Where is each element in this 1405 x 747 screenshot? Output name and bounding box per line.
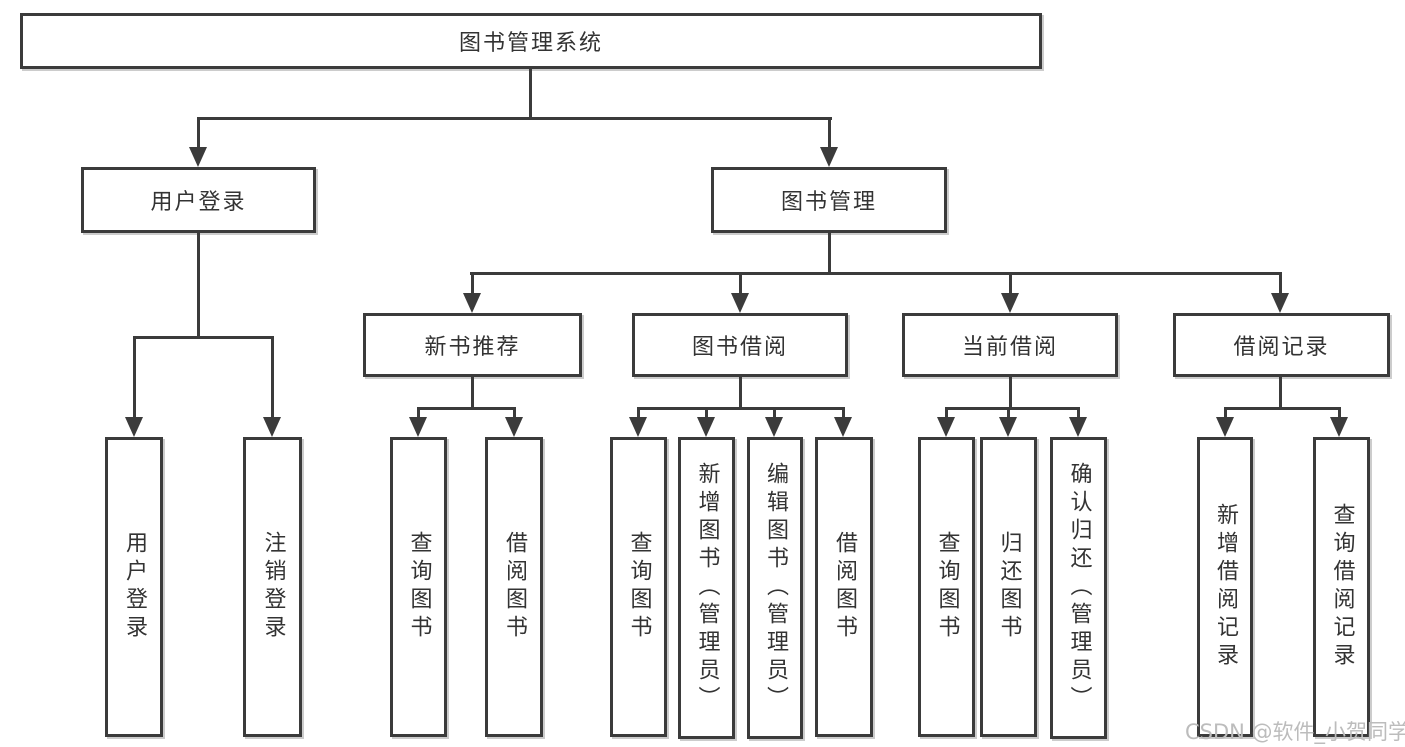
leaf-borrow-books-1-label: 借阅图书 [502,531,527,643]
node-book-management: 图书管理 [711,167,947,233]
watermark: CSDN @软件_小贺同学 [1185,720,1405,744]
connector-book-mgmt-stem [828,233,831,275]
connector-arrow-stem [637,407,640,420]
connector-arrow-stem [417,407,420,420]
arrow-down-icon [731,293,749,313]
leaf-logout-label: 注销登录 [260,531,286,643]
connector-user-login-branch [133,336,274,339]
arrow-down-icon [834,417,852,437]
connector-arrow-stem [271,336,274,420]
leaf-add-borrow-record: 新增借阅记录 [1197,437,1253,737]
connector-branch [1224,407,1341,410]
connector-arrow-stem [1009,272,1012,294]
leaf-add-book-admin: 新增图书（管理员） [678,437,735,739]
leaf-confirm-return-admin-label: 确认归还（管理员） [1066,462,1092,714]
connector-user-login-stem [197,233,200,339]
arrow-down-icon [409,417,427,437]
leaf-logout: 注销登录 [243,437,302,737]
leaf-user-login: 用户登录 [105,437,163,737]
node-current-borrow: 当前借阅 [902,313,1118,377]
arrow-down-icon [765,417,783,437]
node-current-borrow-label: 当前借阅 [961,335,1058,360]
arrow-down-icon [505,417,523,437]
connector-arrow-stem [513,407,516,420]
leaf-return-book-label: 归还图书 [996,531,1022,643]
node-book-management-label: 图书管理 [780,190,877,215]
leaf-add-borrow-record-label: 新增借阅记录 [1213,503,1238,671]
leaf-query-books-3-label: 查询图书 [934,531,960,643]
connector-branch [417,407,516,410]
arrow-down-icon [820,147,838,167]
connector-level2-branch [197,117,832,120]
leaf-edit-book-admin-label: 编辑图书（管理员） [763,462,788,714]
node-borrow-records: 借阅记录 [1173,313,1390,377]
connector-stem [1009,377,1012,410]
node-new-book-recommend: 新书推荐 [363,313,582,377]
arrow-down-icon [189,147,207,167]
leaf-query-books-2-label: 查询图书 [626,531,652,643]
node-new-book-recommend-label: 新书推荐 [424,335,521,360]
connector-arrow-stem [197,117,200,149]
arrow-down-icon [1271,293,1289,313]
connector-arrow-stem [1007,407,1010,420]
leaf-query-books-3: 查询图书 [918,437,975,737]
arrow-down-icon [999,417,1017,437]
connector-arrow-stem [1279,272,1282,294]
connector-root-stem [529,68,532,118]
leaf-query-borrow-record: 查询借阅记录 [1313,437,1370,737]
leaf-borrow-books-2: 借阅图书 [815,437,873,737]
connector-stem [1279,377,1282,410]
leaf-query-books-1: 查询图书 [390,437,447,737]
leaf-borrow-books-2-label: 借阅图书 [832,531,857,643]
connector-arrow-stem [1338,407,1341,420]
node-root-label: 图书管理系统 [458,31,603,56]
connector-arrow-stem [739,272,742,294]
leaf-query-books-1-label: 查询图书 [406,531,432,643]
connector-arrow-stem [471,272,474,294]
connector-arrow-stem [1077,407,1080,420]
connector-arrow-stem [133,336,136,420]
node-root: 图书管理系统 [20,13,1042,69]
arrow-down-icon [125,417,143,437]
arrow-down-icon [1069,417,1087,437]
node-user-login: 用户登录 [81,167,316,233]
leaf-add-book-admin-label: 新增图书（管理员） [694,462,720,714]
connector-arrow-stem [828,117,831,149]
connector-arrow-stem [1224,407,1227,420]
connector-level3-branch [470,272,1282,275]
arrow-down-icon [629,417,647,437]
leaf-return-book: 归还图书 [980,437,1037,737]
leaf-confirm-return-admin: 确认归还（管理员） [1050,437,1107,739]
node-book-borrow: 图书借阅 [632,313,848,377]
node-book-borrow-label: 图书借阅 [691,335,788,360]
leaf-user-login-label: 用户登录 [122,531,147,643]
connector-arrow-stem [705,407,708,420]
connector-branch [637,407,845,410]
arrow-down-icon [1001,293,1019,313]
node-borrow-records-label: 借阅记录 [1233,335,1330,360]
connector-stem [471,377,474,410]
connector-arrow-stem [945,407,948,420]
arrow-down-icon [937,417,955,437]
connector-branch [945,407,1079,410]
arrow-down-icon [263,417,281,437]
connector-stem [739,377,742,410]
leaf-edit-book-admin: 编辑图书（管理员） [747,437,803,739]
connector-arrow-stem [773,407,776,420]
arrow-down-icon [1330,417,1348,437]
leaf-query-borrow-record-label: 查询借阅记录 [1329,503,1355,671]
connector-arrow-stem [842,407,845,420]
arrow-down-icon [463,293,481,313]
leaf-query-books-2: 查询图书 [610,437,667,737]
leaf-borrow-books-1: 借阅图书 [485,437,543,737]
arrow-down-icon [1216,417,1234,437]
node-user-login-label: 用户登录 [150,190,247,215]
arrow-down-icon [697,417,715,437]
